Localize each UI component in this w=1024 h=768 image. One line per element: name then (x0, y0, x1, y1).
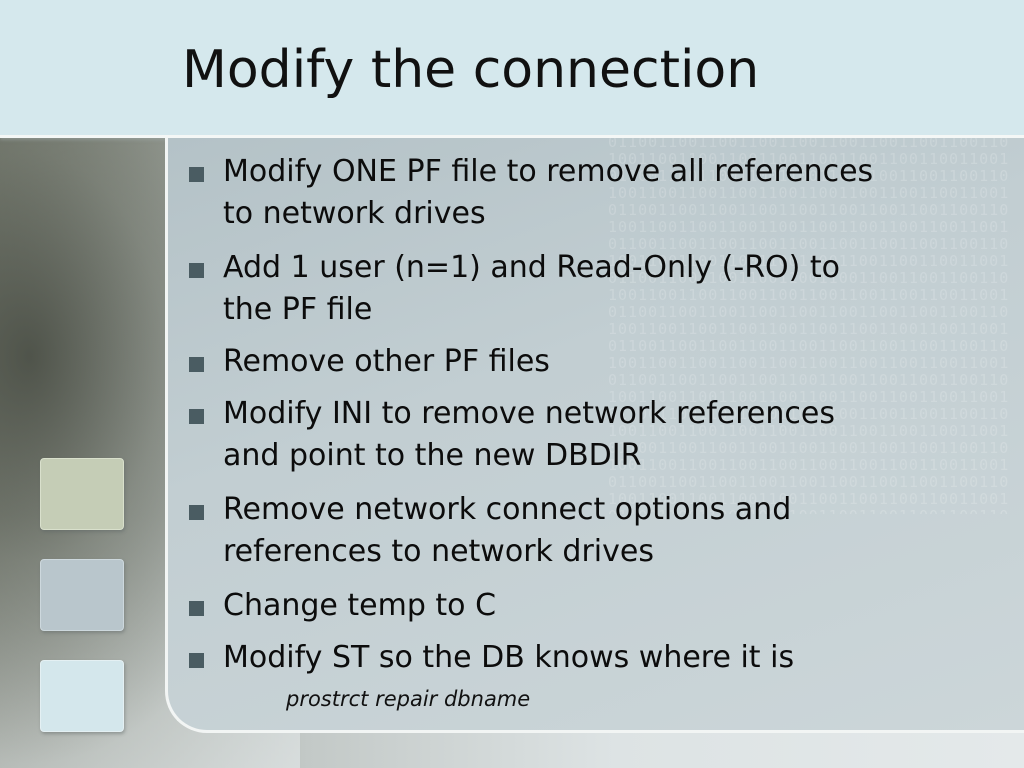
sub-bullet-command: prostrct repair dbname (286, 687, 531, 711)
square-bullet-icon (189, 263, 204, 278)
bullet-text-line: Modify ST so the DB knows where it is (223, 640, 795, 675)
bullet-item: Add 1 user (n=1) and Read-Only (-RO) to … (189, 247, 1003, 331)
bullet-text-line: and point to the new DBDIR (223, 438, 642, 473)
square-bullet-icon (189, 601, 204, 616)
bullet-text-line: to network drives (223, 196, 486, 231)
bullet-text-line: references to network drives (223, 534, 654, 569)
bullet-text-line: Add 1 user (n=1) and Read-Only (-RO) to (223, 250, 841, 285)
bullet-item: Remove other PF files (189, 341, 1003, 383)
content-panel: 0110011001100110011001100110011001100110… (165, 138, 1024, 733)
bullet-item: Modify INI to remove network references … (189, 393, 1003, 477)
square-bullet-icon (189, 505, 204, 520)
bullet-text-line: Remove other PF files (223, 344, 550, 379)
square-bullet-icon (189, 653, 204, 668)
decorative-square-2 (40, 559, 124, 631)
bullet-text-line: Change temp to C (223, 588, 497, 623)
bullet-item: Change temp to C (189, 585, 1003, 627)
bullet-text-line: the PF file (223, 292, 373, 327)
bullet-item: Remove network connect options and refer… (189, 489, 1003, 573)
title-bar: Modify the connection (0, 0, 1024, 138)
bullet-text-line: Remove network connect options and (223, 492, 792, 527)
bullet-text-line: Modify ONE PF file to remove all referen… (223, 154, 874, 189)
decorative-square-3 (40, 660, 124, 732)
slide-title: Modify the connection (182, 40, 760, 100)
decorative-square-1 (40, 458, 124, 530)
square-bullet-icon (189, 357, 204, 372)
bullet-item: Modify ST so the DB knows where it is (189, 637, 1003, 679)
square-bullet-icon (189, 167, 204, 182)
bullet-text-line: Modify INI to remove network references (223, 396, 835, 431)
square-bullet-icon (189, 409, 204, 424)
bullet-item: Modify ONE PF file to remove all referen… (189, 151, 1003, 235)
